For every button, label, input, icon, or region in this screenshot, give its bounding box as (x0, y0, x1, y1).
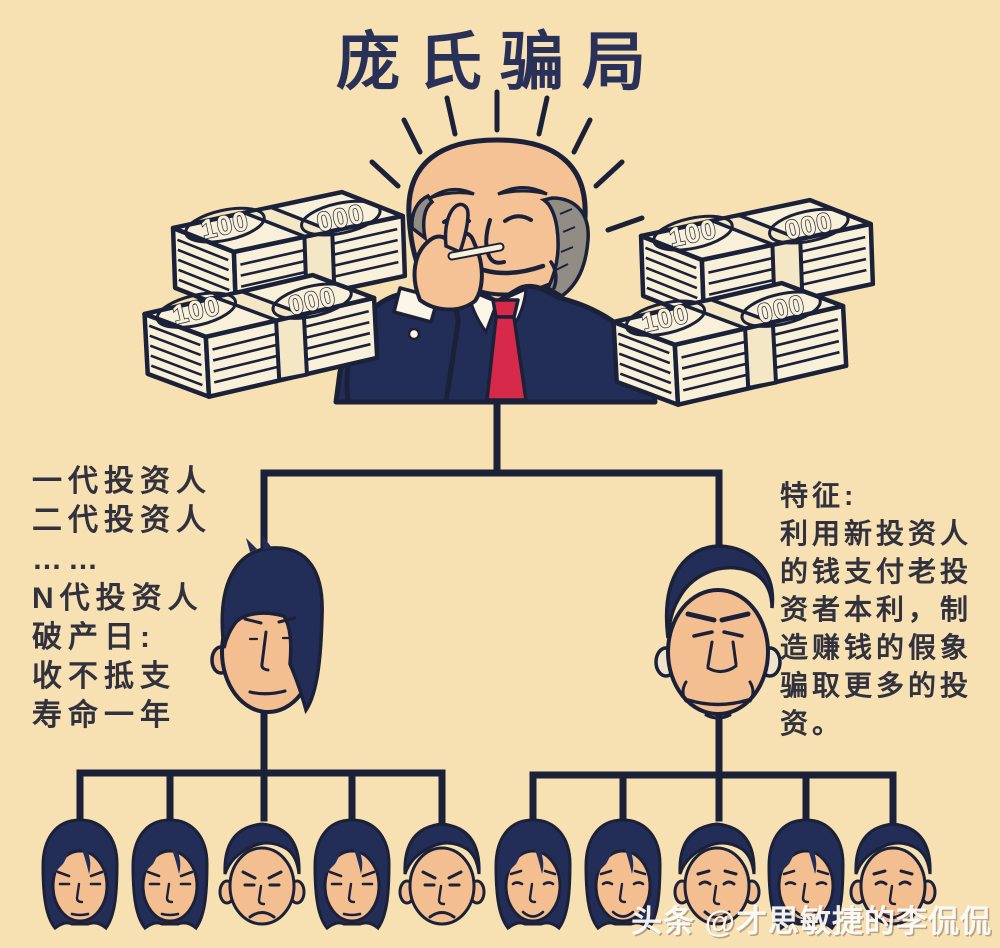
left-note-line-5: 破产日: (32, 621, 156, 654)
victim-head-5 (400, 824, 484, 924)
boss-gray-hair-left (410, 193, 435, 243)
victims-row-left (43, 820, 484, 928)
investor-left (210, 536, 324, 715)
cigarette (447, 242, 505, 261)
left-note-line-7: 寿命一年 (32, 698, 176, 732)
investor-right (654, 544, 782, 720)
right-note: 特征: 利用新投资人 的钱支付老投 资者本利，制 造赚钱的假象 骗取更多的投 资… (780, 480, 972, 739)
left-note: 一代投资人 二代投资人 …… N代投资人 破产日: 收不抵支 寿命一年 (32, 465, 212, 732)
page-title: 庞氏骗局 (336, 26, 664, 98)
right-note-line-7: 资。 (780, 708, 844, 739)
left-note-line-3: …… (32, 543, 104, 576)
tree-connectors (76, 394, 897, 824)
boss-index-finger (443, 202, 470, 255)
investor-right-hair (664, 544, 775, 639)
left-note-line-6: 收不抵支 (32, 660, 176, 693)
investor-head-1 (496, 820, 570, 928)
victim-head-4 (315, 820, 389, 928)
right-note-line-1: 特征: (780, 480, 857, 511)
watermark-shadow: 头条 @才思敏捷的李侃侃 (633, 906, 994, 941)
victim-head-3 (220, 824, 304, 924)
right-note-line-5: 造赚钱的假象 (780, 631, 972, 663)
watermark-text: 头条 @才思敏捷的李侃侃 (631, 904, 992, 939)
left-note-line-2: 二代投资人 (32, 504, 212, 537)
boss-eyebrow-right (497, 186, 548, 196)
victim-head-2 (133, 820, 207, 928)
watermark: 头条 @才思敏捷的李侃侃 头条 @才思敏捷的李侃侃 (631, 904, 994, 941)
right-note-line-6: 骗取更多的投 (780, 669, 972, 701)
left-note-line-1: 一代投资人 (32, 465, 212, 498)
victim-head-1 (43, 820, 117, 928)
boss-tie (485, 298, 528, 402)
left-note-line-4: N代投资人 (32, 582, 204, 615)
right-note-line-2: 利用新投资人 (780, 518, 972, 549)
boss-eyebrow-left (429, 187, 475, 200)
right-note-line-4: 资者本利，制 (780, 594, 972, 625)
boss-cuff-button (407, 327, 421, 341)
right-note-line-3: 的钱支付老投 (780, 555, 972, 587)
shine-rays (349, 89, 645, 233)
